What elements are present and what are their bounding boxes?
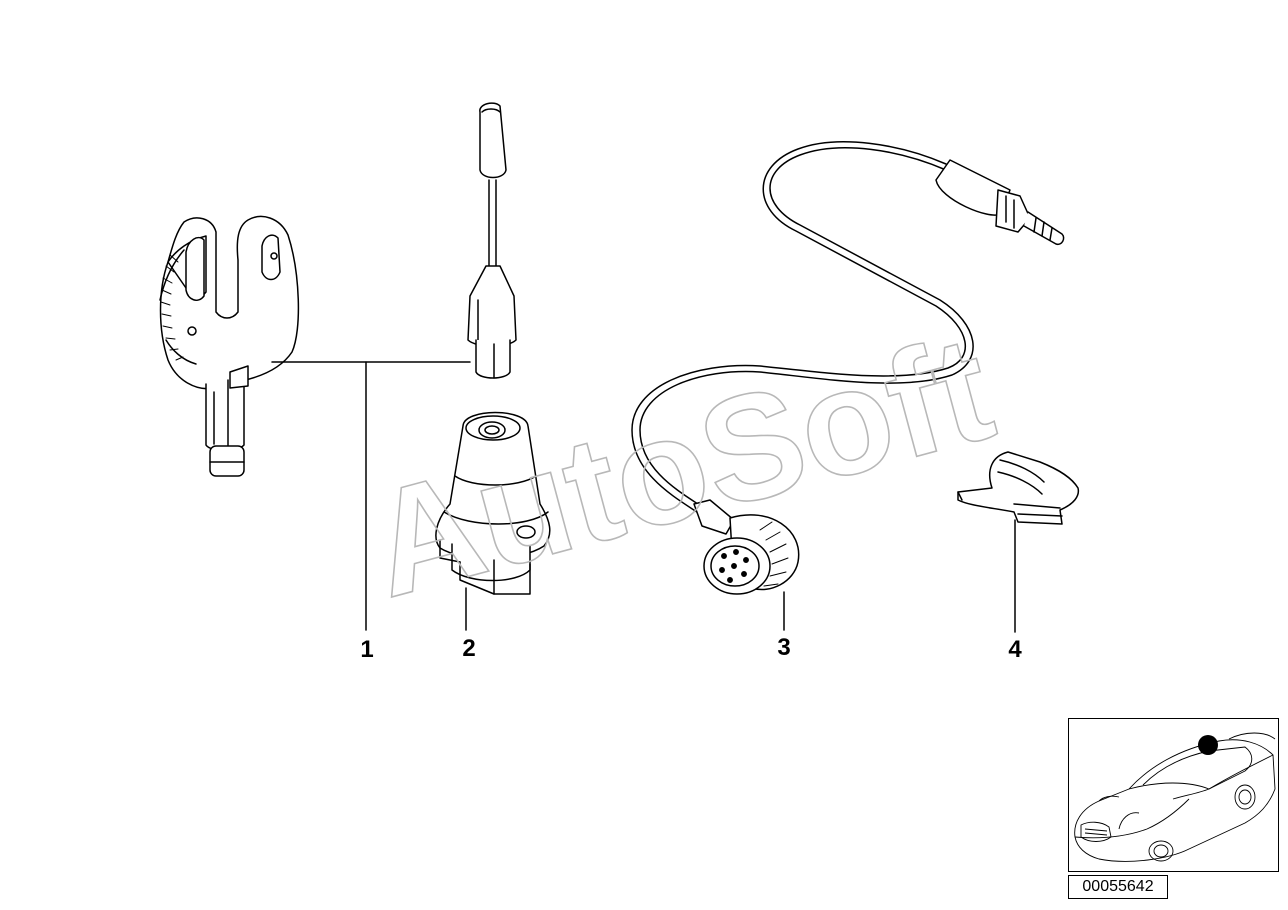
- cable-clip: [957, 451, 1080, 525]
- antenna-cable: [631, 141, 1065, 595]
- callout-3: 3: [777, 634, 790, 661]
- callout-2: 2: [462, 635, 475, 662]
- svg-text:AutoSoft: AutoSoft: [353, 303, 1008, 629]
- antenna-mast: [467, 102, 517, 379]
- callout-1: 1: [360, 636, 373, 663]
- location-thumbnail: [1068, 718, 1279, 872]
- car-outline-icon: [1074, 732, 1276, 862]
- callout-4: 4: [1008, 636, 1022, 663]
- diagram-number: 00055642: [1068, 875, 1168, 899]
- watermark: AutoSoft: [352, 302, 1009, 630]
- antenna-wrench: [159, 215, 300, 477]
- antenna-base: [435, 411, 551, 595]
- location-marker: [1198, 735, 1218, 755]
- leader-lines: [271, 361, 1016, 633]
